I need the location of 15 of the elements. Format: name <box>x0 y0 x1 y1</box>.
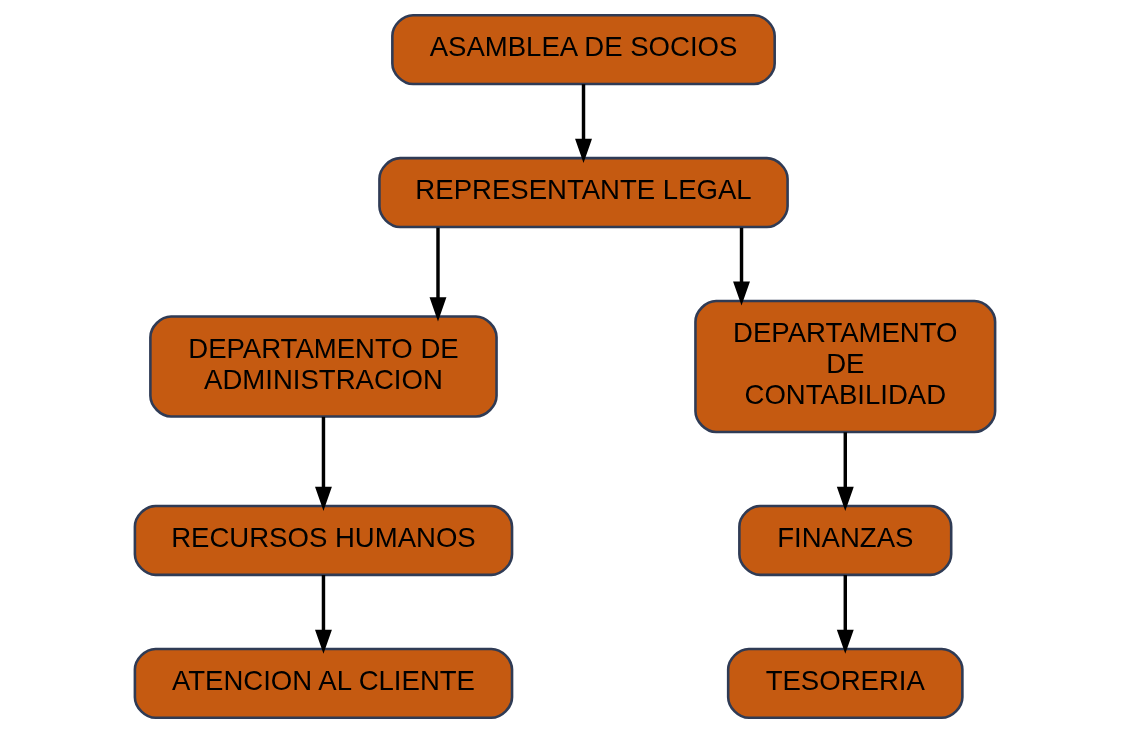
arrow <box>836 432 854 511</box>
arrow <box>836 575 854 654</box>
node-box: ASAMBLEA DE SOCIOS <box>391 13 776 86</box>
arrow <box>733 227 750 306</box>
arrow <box>315 416 332 511</box>
node-box: RECURSOS HUMANOS <box>133 504 514 577</box>
node-box: ATENCION AL CLIENTE <box>133 647 514 720</box>
arrow <box>429 227 447 322</box>
arrow <box>575 84 592 163</box>
node-box: DEPARTAMENTO DE ADMINISTRACION <box>149 315 498 418</box>
arrow <box>315 575 332 654</box>
node-box: DEPARTAMENTO DE CONTABILIDAD <box>694 299 997 434</box>
node-box: FINANZAS <box>738 504 953 577</box>
node-box: TESORERIA <box>726 647 964 720</box>
node-box: REPRESENTANTE LEGAL <box>378 156 789 229</box>
